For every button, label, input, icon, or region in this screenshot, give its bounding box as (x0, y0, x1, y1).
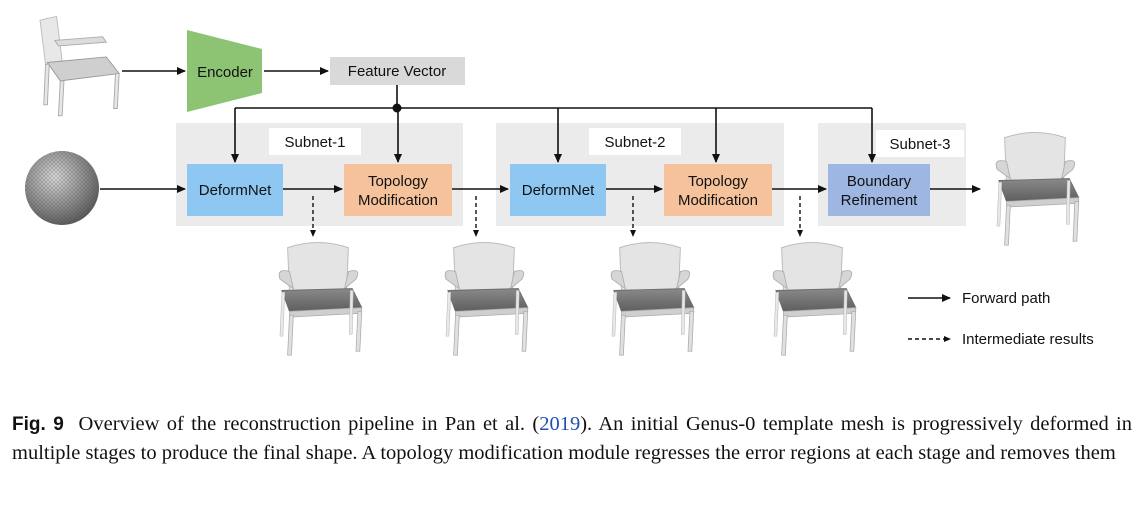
intermediate-chair-1-image (278, 242, 363, 356)
deformnet-1-label: DeformNet (199, 182, 272, 199)
deformnet-2-block (510, 164, 606, 216)
template-sphere-image (25, 151, 99, 225)
caption-text-start: Overview of the reconstruction pipeline … (78, 413, 540, 435)
feature-vector-block (330, 57, 465, 85)
topology-1-label-line2: Modification (358, 192, 438, 209)
caption-text-end: ). An initial Genus-0 template mesh is p… (12, 413, 1132, 464)
figure-caption: Fig. 9 Overview of the reconstruction pi… (12, 410, 1132, 467)
encoder-block (187, 30, 262, 112)
legend-intermediate-label: Intermediate results (962, 331, 1094, 348)
figure-label: Fig. 9 (12, 414, 64, 435)
subnet-2-label: Subnet-2 (605, 134, 666, 151)
deformnet-2-label: DeformNet (522, 182, 595, 199)
input-chair-image (39, 15, 121, 117)
boundary-label-line2: Refinement (841, 192, 919, 209)
topology-1-label-line1: Topology (368, 173, 429, 190)
subnet-1-label: Subnet-1 (285, 134, 346, 151)
intermediate-chair-3-image (610, 242, 695, 356)
subnet-3-label: Subnet-3 (890, 136, 951, 153)
pipeline-diagram: Subnet-1 Subnet-2 Subnet-3 Encoder Featu… (25, 15, 1094, 356)
legend: Forward path Intermediate results (908, 290, 1094, 348)
boundary-refinement-block (828, 164, 930, 216)
topology-2-label-line1: Topology (688, 173, 749, 190)
topology-2-label-line2: Modification (678, 192, 758, 209)
legend-forward-label: Forward path (962, 290, 1050, 307)
topology-1-block (344, 164, 452, 216)
forward-arrows (100, 67, 981, 193)
deformnet-1-block (187, 164, 283, 216)
citation-year-link[interactable]: 2019 (539, 413, 581, 435)
encoder-label: Encoder (197, 64, 253, 81)
output-chair-image (995, 132, 1080, 246)
feature-junction-dot (392, 103, 402, 113)
topology-2-block (664, 164, 772, 216)
feature-vector-label: Feature Vector (348, 63, 446, 80)
boundary-label-line1: Boundary (847, 173, 912, 190)
intermediate-chair-4-image (772, 242, 857, 356)
intermediate-chair-2-image (444, 242, 529, 356)
